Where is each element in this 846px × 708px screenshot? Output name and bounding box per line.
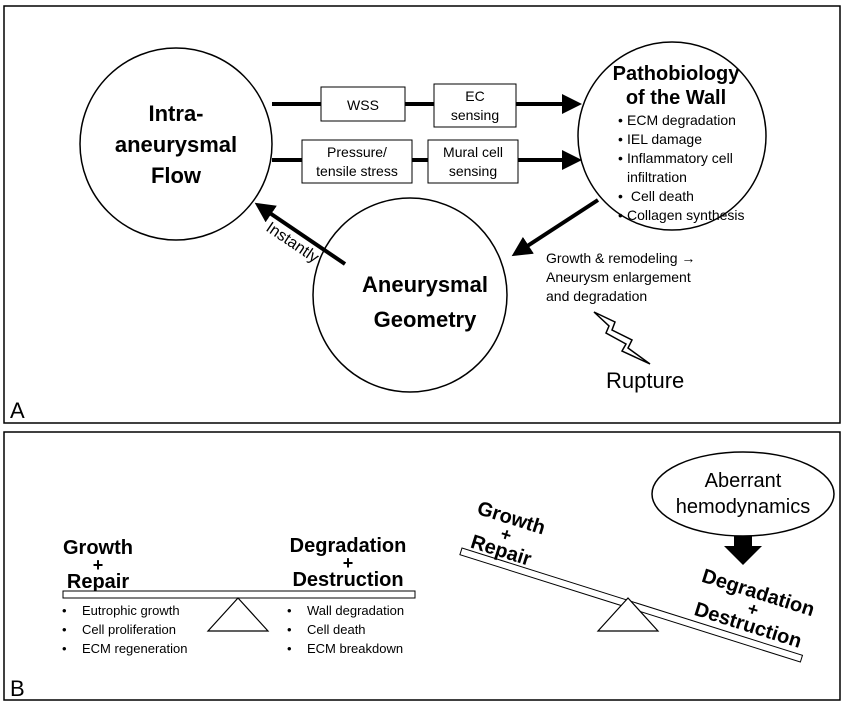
rupture-label: Rupture	[606, 368, 684, 393]
mural-line1: Mural cell	[443, 144, 503, 160]
pressure-box	[301, 139, 413, 184]
ec-sensing-box	[433, 83, 517, 128]
aneurysmal-geometry-circle	[312, 197, 508, 393]
geometry-to-flow-arrow	[254, 202, 347, 266]
left-degradation-plus: +	[343, 553, 354, 573]
lightning-bolt-icon	[593, 311, 651, 365]
wall-bullet-2: IEL damage	[627, 131, 702, 147]
degradation-bullet-1: Wall degradation	[307, 603, 404, 618]
growth-bullet-dot: •	[62, 603, 67, 618]
wall-bullet-3b: infiltration	[627, 169, 687, 185]
ec-sensing-line1: EC	[465, 88, 484, 104]
panel-b-frame	[3, 431, 841, 701]
wall-to-geometry-arrow	[511, 198, 600, 257]
degradation-bullet-dot: •	[287, 622, 292, 637]
mural-line2: sensing	[449, 163, 497, 179]
wall-bullet-1: ECM degradation	[627, 112, 736, 128]
degradation-bullet-3: ECM breakdown	[307, 641, 403, 656]
wall-bullet-5: Collagen synthesis	[627, 207, 745, 223]
aberrant-line1: Aberrant	[705, 470, 782, 492]
wall-title-line2: of the Wall	[626, 87, 726, 109]
pathobiology-circle	[577, 41, 767, 231]
panel-a-frame	[3, 5, 841, 424]
growth-text-line1: Growth & remodeling →	[546, 250, 695, 266]
panel-a-label: A	[10, 398, 25, 423]
mural-cell-box	[427, 139, 519, 184]
wall-title-line1: Pathobiology	[613, 63, 741, 85]
intra-aneurysmal-flow-circle	[79, 47, 273, 241]
degradation-bullet-dot: •	[287, 603, 292, 618]
left-scale-beam	[62, 590, 416, 599]
pressure-line2: tensile stress	[316, 163, 398, 179]
left-growth-label: Growth	[63, 537, 133, 559]
left-destruction-label: Destruction	[292, 569, 403, 591]
flow-label-line1: Intra-	[149, 101, 204, 126]
flow-label-line3: Flow	[151, 163, 202, 188]
growth-text-line2: Aneurysm enlargement	[546, 269, 691, 285]
geometry-label-line1: Aneurysmal	[362, 272, 488, 297]
right-scale-fulcrum	[596, 597, 660, 632]
growth-bullet-dot: •	[62, 622, 67, 637]
growth-bullet-2: Cell proliferation	[82, 622, 176, 637]
ec-sensing-line2: sensing	[451, 107, 499, 123]
growth-bullet-dot: •	[62, 641, 67, 656]
growth-bullet-3: ECM regeneration	[82, 641, 188, 656]
degradation-bullet-dot: •	[287, 641, 292, 656]
wall-bullet-3: Inflammatory cell	[627, 150, 733, 166]
wall-bullet-dot: •	[618, 131, 623, 147]
growth-text-line3: and degradation	[546, 288, 647, 304]
wall-bullet-dot: •	[618, 207, 623, 223]
wall-bullet-dot: •	[618, 150, 623, 166]
degradation-bullet-2: Cell death	[307, 622, 366, 637]
left-repair-label: Repair	[67, 571, 129, 593]
panel-b-label: B	[10, 676, 25, 701]
wss-label: WSS	[347, 97, 379, 113]
left-growth-plus: +	[93, 555, 104, 575]
growth-bullet-1: Eutrophic growth	[82, 603, 180, 618]
aberrant-hemodynamics-ellipse	[651, 451, 835, 537]
wall-bullet-dot: •	[618, 188, 623, 204]
geometry-label-line2: Geometry	[374, 307, 477, 332]
aberrant-line2: hemodynamics	[676, 496, 811, 518]
left-degradation-label: Degradation	[290, 535, 407, 557]
pressure-line1: Pressure/	[327, 144, 387, 160]
left-scale-fulcrum	[206, 597, 270, 632]
wall-bullet-4: Cell death	[627, 188, 694, 204]
flow-label-line2: aneurysmal	[115, 132, 237, 157]
wss-box	[320, 86, 406, 122]
wall-bullet-dot: •	[618, 112, 623, 128]
down-arrow-icon	[724, 536, 762, 565]
